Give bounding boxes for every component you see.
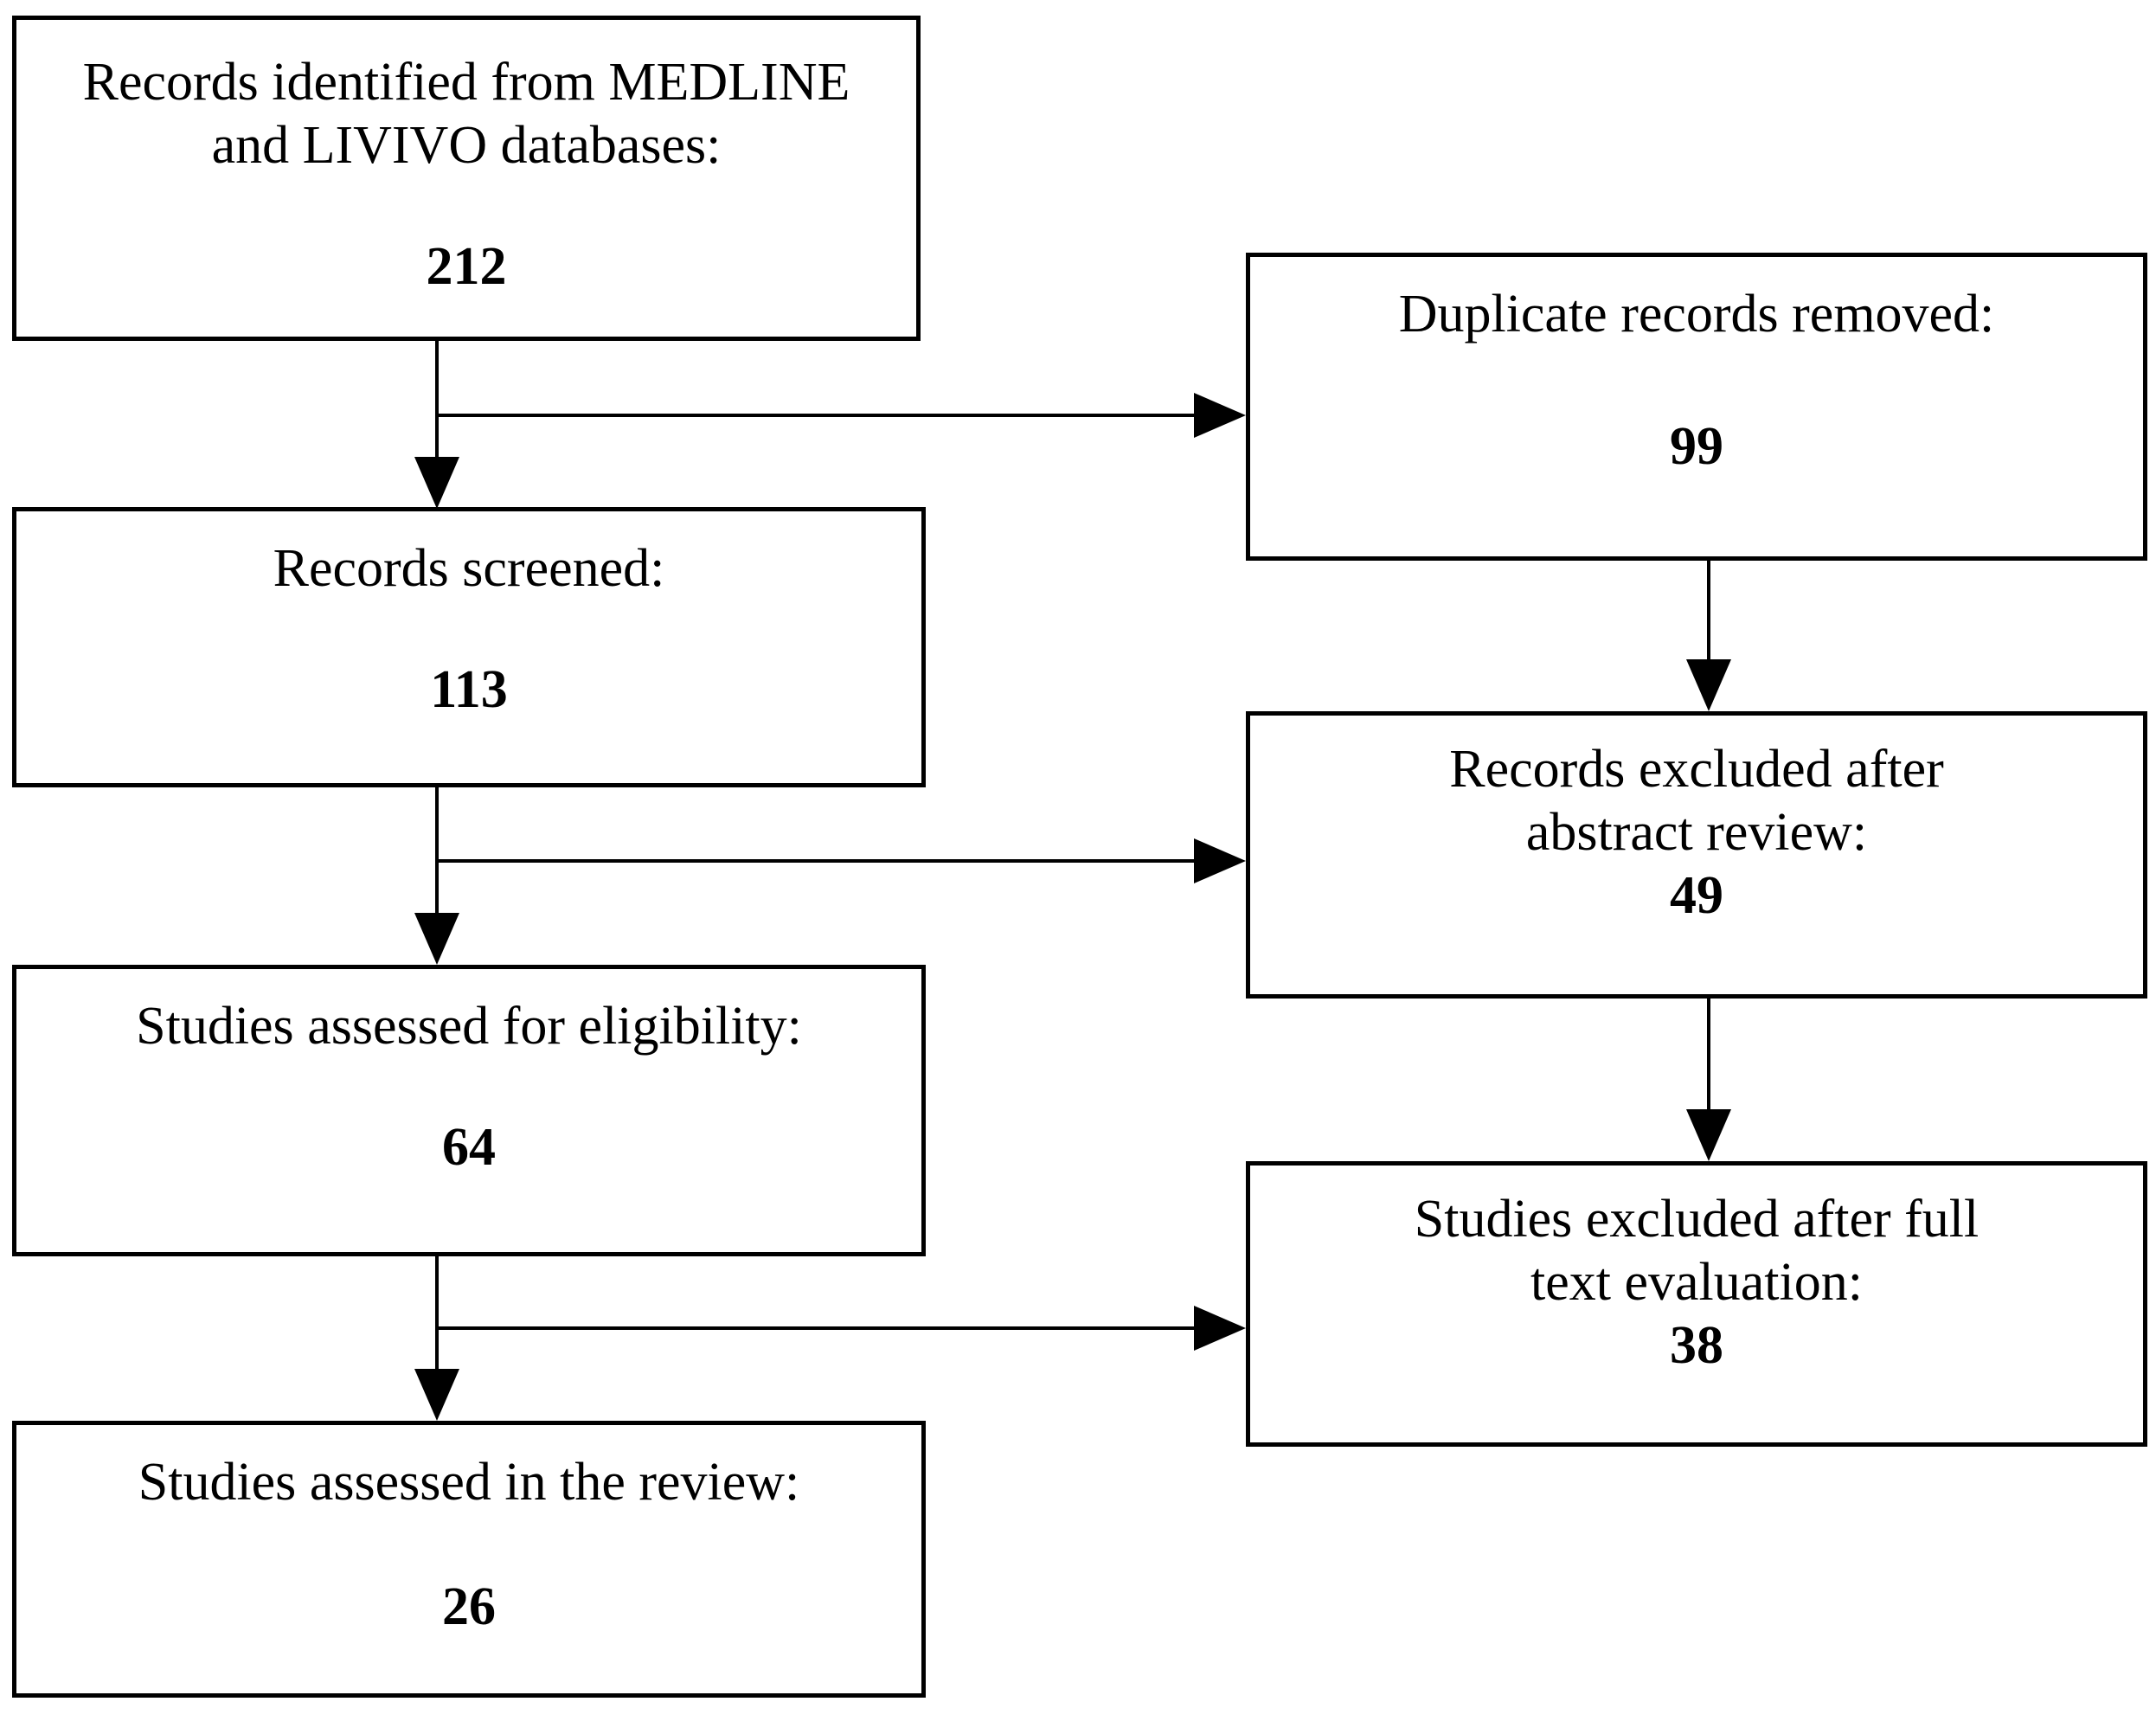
arrowhead-down-included (414, 1369, 459, 1421)
count-value: 64 (442, 1118, 496, 1178)
box-label: Records identified from MEDLINE and LIVI… (16, 20, 916, 177)
box-label: Studies assessed in the review: (16, 1425, 921, 1514)
box-label: Records excluded after abstract review: … (1250, 716, 2143, 928)
box-label: Records screened: (16, 511, 921, 600)
box-excluded-fulltext: Studies excluded after full text evaluat… (1246, 1161, 2147, 1447)
arrowhead-down-excluded-fulltext (1686, 1109, 1731, 1161)
label-line: Duplicate records removed: (1398, 285, 1995, 344)
label-line: text evaluation: (1530, 1253, 1863, 1313)
box-included-review: Studies assessed in the review: 26 (12, 1421, 926, 1698)
arrowhead-down-screened (414, 457, 459, 509)
label-line: Records identified from MEDLINE (82, 53, 850, 112)
count-value: 26 (442, 1577, 496, 1636)
label-line: Studies excluded after full (1414, 1190, 1980, 1249)
box-duplicates-removed: Duplicate records removed: 99 (1246, 253, 2147, 561)
count-value: 38 (1670, 1316, 1723, 1376)
label-line: and LIVIVO databases: (211, 116, 722, 176)
label-line: abstract review: (1525, 803, 1868, 863)
label-line: Studies assessed for eligibility: (136, 997, 802, 1056)
box-label: Studies assessed for eligibility: (16, 969, 921, 1058)
box-assessed-eligibility: Studies assessed for eligibility: 64 (12, 965, 926, 1256)
arrowhead-right-excluded-fulltext (1194, 1306, 1246, 1351)
arrowhead-right-duplicates (1194, 393, 1246, 438)
box-excluded-abstract-review: Records excluded after abstract review: … (1246, 711, 2147, 999)
count-value: 99 (1670, 417, 1723, 477)
label-line: Records excluded after (1449, 740, 1944, 799)
box-label: Studies excluded after full text evaluat… (1250, 1166, 2143, 1377)
count-value: 212 (426, 236, 507, 296)
label-line: Records screened: (273, 539, 665, 598)
box-label: Duplicate records removed: (1250, 257, 2143, 346)
arrowhead-down-eligibility (414, 913, 459, 965)
count-value: 113 (430, 659, 508, 719)
arrowhead-right-excluded-abstract (1194, 838, 1246, 883)
count-value: 49 (1670, 866, 1723, 926)
arrowhead-down-excluded-abstract (1686, 659, 1731, 711)
box-records-screened: Records screened: 113 (12, 507, 926, 787)
box-records-identified: Records identified from MEDLINE and LIVI… (12, 16, 921, 341)
label-line: Studies assessed in the review: (138, 1453, 800, 1512)
